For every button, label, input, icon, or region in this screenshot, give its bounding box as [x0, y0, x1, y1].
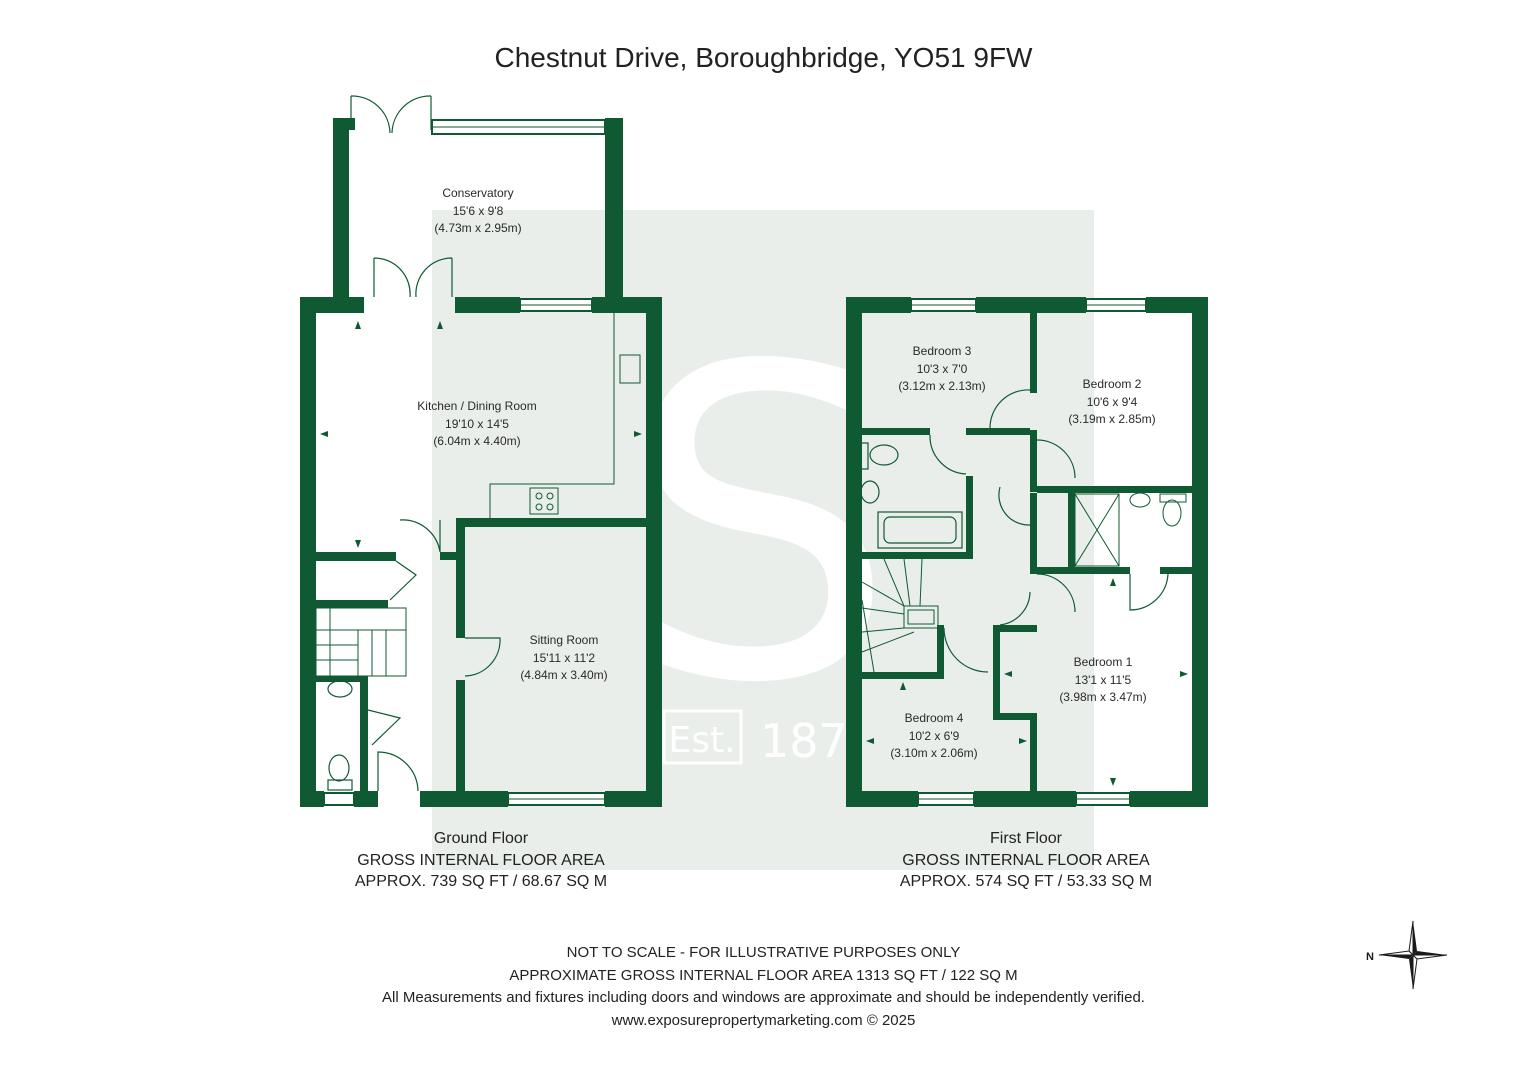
- conservatory-name: Conservatory: [442, 186, 513, 200]
- kitchen-imperial: 19'10 x 14'5: [445, 417, 509, 431]
- kitchen-metric: (6.04m x 4.40m): [433, 434, 520, 448]
- sitting-room-imperial: 15'11 x 11'2: [533, 651, 596, 665]
- footer-disclaimer: NOT TO SCALE - FOR ILLUSTRATIVE PURPOSES…: [566, 944, 961, 961]
- watermark-year: 187: [760, 714, 848, 768]
- ground-floor-area-heading: GROSS INTERNAL FLOOR AREA: [357, 851, 605, 869]
- bedroom2-metric: (3.19m x 2.85m): [1068, 412, 1155, 426]
- compass-north-label: N: [1366, 951, 1374, 963]
- ground-floor-caption: Ground Floor GROSS INTERNAL FLOOR AREA A…: [331, 828, 631, 893]
- first-floor-area-heading: GROSS INTERNAL FLOOR AREA: [902, 851, 1150, 869]
- first-floor-caption: First Floor GROSS INTERNAL FLOOR AREA AP…: [876, 828, 1176, 893]
- bedroom4-metric: (3.10m x 2.06m): [890, 746, 977, 760]
- ground-floor-area: APPROX. 739 SQ FT / 68.67 SQ M: [354, 873, 608, 890]
- first-floor-plan: [846, 297, 1208, 807]
- sitting-room-name: Sitting Room: [530, 633, 599, 647]
- bedroom4-imperial: 10'2 x 6'9: [909, 729, 960, 743]
- first-floor-name: First Floor: [990, 830, 1062, 847]
- bedroom2-name: Bedroom 2: [1083, 377, 1142, 391]
- footer-verification-note: All Measurements and fixtures including …: [382, 989, 1145, 1006]
- bedroom1-name: Bedroom 1: [1074, 655, 1133, 669]
- room-labels: Conservatory 15'6 x 9'8 (4.73m x 2.95m) …: [417, 186, 1155, 760]
- plan-title: Chestnut Drive, Boroughbridge, YO51 9FW: [494, 42, 1033, 73]
- bedroom1-metric: (3.98m x 3.47m): [1059, 690, 1146, 704]
- footer-website: www.exposurepropertymarketing.com © 2025: [611, 1011, 916, 1029]
- ground-floor-name: Ground Floor: [433, 830, 529, 847]
- bedroom3-metric: (3.12m x 2.13m): [898, 379, 985, 393]
- bedroom4-name: Bedroom 4: [905, 711, 964, 725]
- bedroom3-imperial: 10'3 x 7'0: [917, 362, 968, 376]
- kitchen-name: Kitchen / Dining Room: [417, 399, 536, 413]
- conservatory-metric: (4.73m x 2.95m): [434, 221, 521, 235]
- watermark-est: Est.: [668, 720, 735, 761]
- sitting-room-metric: (4.84m x 3.40m): [520, 668, 607, 682]
- ground-floor-plan: [300, 95, 662, 807]
- first-floor-area: APPROX. 574 SQ FT / 53.33 SQ M: [899, 873, 1153, 890]
- footer-total-area: APPROXIMATE GROSS INTERNAL FLOOR AREA 13…: [509, 966, 1018, 984]
- bedroom1-imperial: 13'1 x 11'5: [1075, 673, 1132, 687]
- conservatory-imperial: 15'6 x 9'8: [453, 204, 504, 218]
- compass-rose-icon: N: [1366, 920, 1448, 990]
- footer-notes: NOT TO SCALE - FOR ILLUSTRATIVE PURPOSES…: [0, 942, 1527, 1032]
- bedroom3-name: Bedroom 3: [913, 344, 972, 358]
- bedroom2-imperial: 10'6 x 9'4: [1087, 395, 1138, 409]
